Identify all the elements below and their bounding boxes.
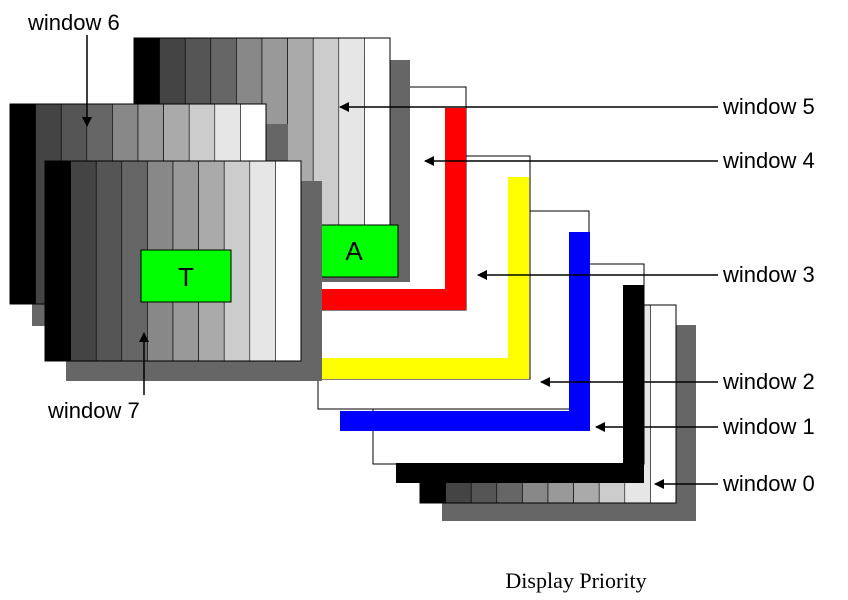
label-window-3: window 3 <box>477 262 815 287</box>
window-0-label: window 0 <box>722 471 815 496</box>
label-window-5: window 5 <box>339 94 815 119</box>
window-7-stripe <box>70 160 97 362</box>
window-1-label: window 1 <box>722 414 815 439</box>
window-2-border-right <box>569 232 590 431</box>
window-3-border-right <box>508 177 529 379</box>
label-window-2: window 2 <box>540 369 815 394</box>
overlay-t: T <box>140 249 232 303</box>
window-3-label: window 3 <box>722 262 815 287</box>
window-7-stripe <box>95 160 123 362</box>
overlay-a-label: A <box>345 236 363 266</box>
window-7-frame <box>44 160 302 362</box>
label-window-6: window 6 <box>27 10 120 127</box>
window-0-stripe <box>650 304 677 504</box>
window-5-stripe <box>364 37 391 261</box>
overlay-t-label: T <box>178 262 194 292</box>
window-5-label: window 5 <box>722 94 815 119</box>
window-3-border-bottom <box>310 358 529 379</box>
window-6-label: window 6 <box>27 10 120 35</box>
overlay-a: A <box>309 224 399 278</box>
window-6-stripe <box>9 103 36 305</box>
window-4-border-right <box>445 108 466 310</box>
label-window-7: window 7 <box>47 332 149 423</box>
window-4-label: window 4 <box>722 148 815 173</box>
label-window-1: window 1 <box>595 414 815 439</box>
window-7 <box>44 160 322 381</box>
window-7-stripe <box>44 160 71 362</box>
caption: Display Priority <box>505 568 646 593</box>
label-window-0: window 0 <box>654 471 815 496</box>
label-window-4: window 4 <box>424 148 815 173</box>
window-7-stripes <box>44 160 302 362</box>
window-2-label: window 2 <box>722 369 815 394</box>
window-1-border-bottom <box>396 463 644 483</box>
window-4-border-bottom <box>282 289 466 310</box>
window-7-stripe <box>249 160 276 362</box>
window-7-label: window 7 <box>47 398 140 423</box>
window-2-border-bottom <box>340 411 590 431</box>
window-7-stripe <box>275 160 302 362</box>
window-1-border-right <box>623 285 644 483</box>
